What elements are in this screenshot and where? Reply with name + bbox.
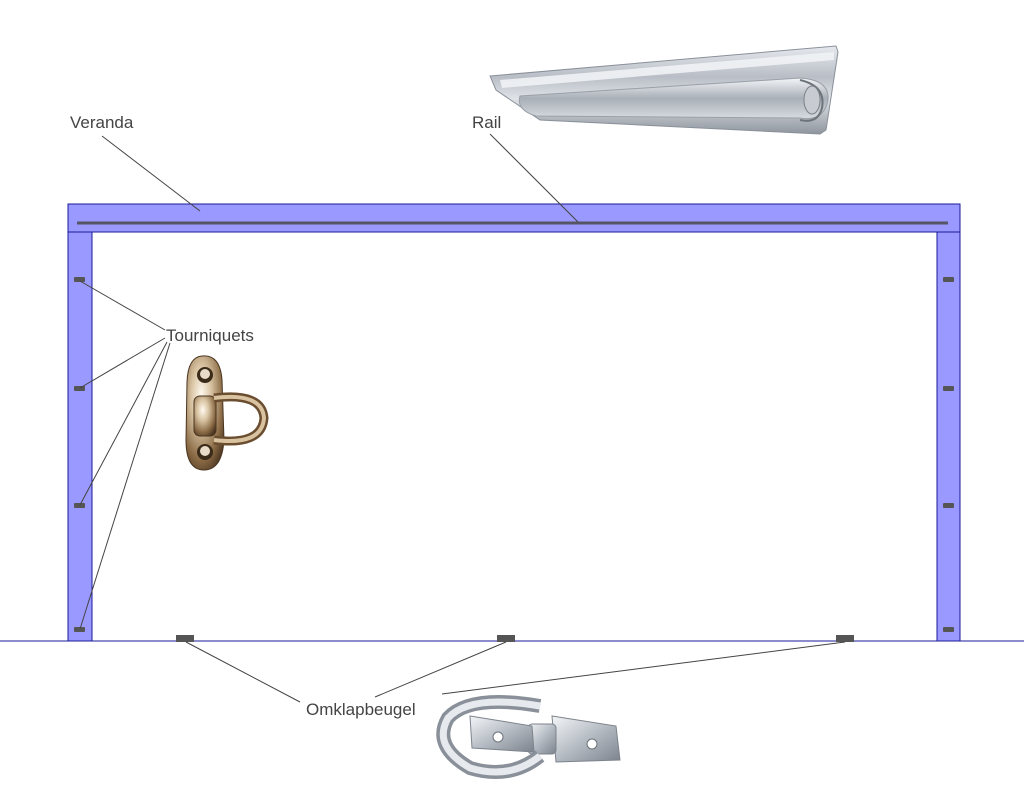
tourniquet-marker-left-1: [74, 277, 85, 282]
tourniquet-markers: [74, 277, 954, 632]
label-veranda: Veranda: [70, 113, 134, 132]
veranda-beam: [67, 203, 961, 233]
omklapbeugel-marker-3: [836, 635, 854, 642]
tourniquet-marker-right-4: [943, 627, 954, 632]
leader-tourniquet-1: [79, 280, 166, 331]
leader-omklap-2: [374, 641, 507, 698]
omklapbeugel-marker-1: [176, 635, 194, 642]
omklapbeugel-marker-2: [497, 635, 515, 642]
label-tourniquets: Tourniquets: [166, 326, 254, 345]
label-omklapbeugel: Omklapbeugel: [306, 700, 416, 719]
leader-omklap-1: [185, 641, 301, 703]
leader-tourniquet-2: [79, 337, 166, 389]
leader-veranda: [101, 135, 201, 212]
tourniquet-icon: [185, 355, 269, 471]
leader-tourniquet-3: [79, 341, 168, 506]
omklapbeugel-icon: [436, 695, 621, 779]
leader-omklap-3: [441, 641, 846, 695]
tourniquet-marker-left-4: [74, 627, 85, 632]
left-post: [67, 231, 93, 642]
tourniquet-marker-left-3: [74, 503, 85, 508]
label-rail: Rail: [472, 113, 501, 132]
veranda-frame: [67, 203, 961, 642]
tourniquet-marker-right-1: [943, 277, 954, 282]
tourniquet-marker-right-3: [943, 503, 954, 508]
leader-lines: [79, 133, 846, 703]
tourniquet-marker-right-2: [943, 386, 954, 391]
right-post: [936, 231, 961, 642]
omklapbeugel-markers: [176, 635, 854, 642]
leader-rail: [489, 133, 579, 223]
rail-profile-icon: [489, 45, 839, 135]
tourniquet-marker-left-2: [74, 386, 85, 391]
leader-tourniquet-4: [79, 342, 171, 630]
